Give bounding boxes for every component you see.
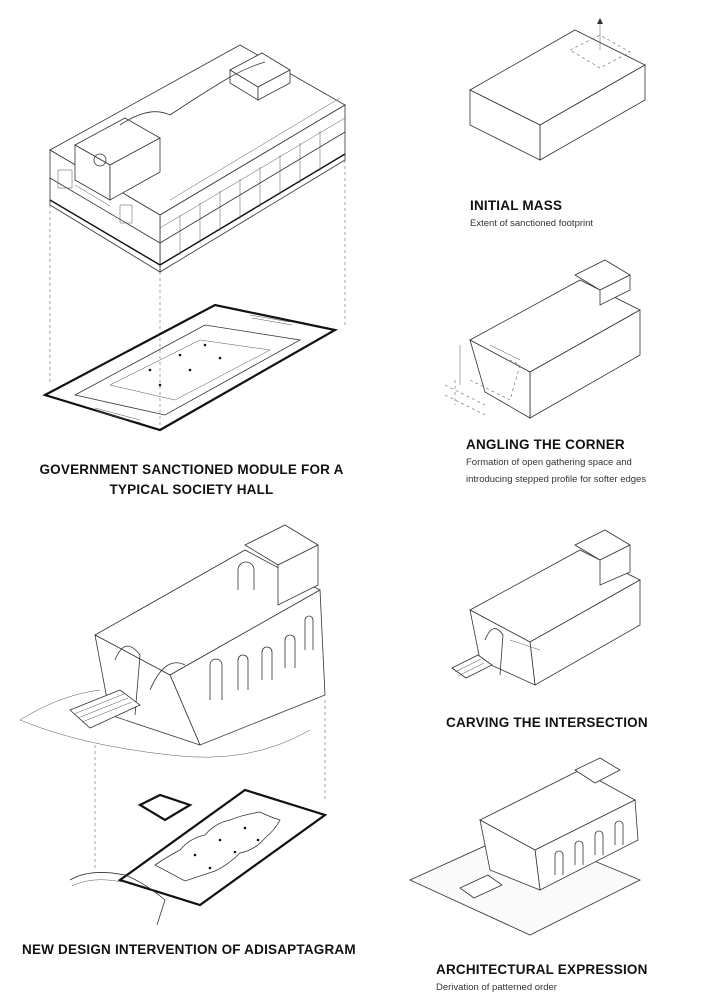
step-initial-mass-drawing xyxy=(470,18,645,160)
sanctioned-title-line1: GOVERNMENT SANCTIONED MODULE FOR A xyxy=(39,462,344,477)
step-carving-title: CARVING THE INTERSECTION xyxy=(446,715,648,730)
step-angling-desc-1: Formation of open gathering space and xyxy=(466,457,632,468)
step-expression-drawing xyxy=(410,758,640,935)
new-design-title: NEW DESIGN INTERVENTION OF ADISAPTAGRAM xyxy=(22,942,356,957)
sanctioned-building-drawing xyxy=(50,45,345,272)
sanctioned-title-line2: TYPICAL SOCIETY HALL xyxy=(109,482,274,497)
step-angling-desc-2: introducing stepped profile for softer e… xyxy=(466,474,647,485)
step-initial-mass-title: INITIAL MASS xyxy=(470,198,563,213)
new-design-floor-plan xyxy=(70,790,325,925)
projection-lines-bottom xyxy=(95,700,325,870)
step-expression-title: ARCHITECTURAL EXPRESSION xyxy=(436,962,648,977)
projection-lines-top xyxy=(50,160,345,430)
step-expression-desc: Derivation of patterned order xyxy=(436,982,557,993)
step-initial-mass-desc: Extent of sanctioned footprint xyxy=(470,218,594,229)
new-design-building-drawing xyxy=(20,525,325,757)
step-angling-corner-drawing xyxy=(445,260,640,418)
step-carving-drawing xyxy=(452,530,640,685)
sanctioned-floor-plan xyxy=(45,305,335,430)
step-angling-title: ANGLING THE CORNER xyxy=(466,437,625,452)
